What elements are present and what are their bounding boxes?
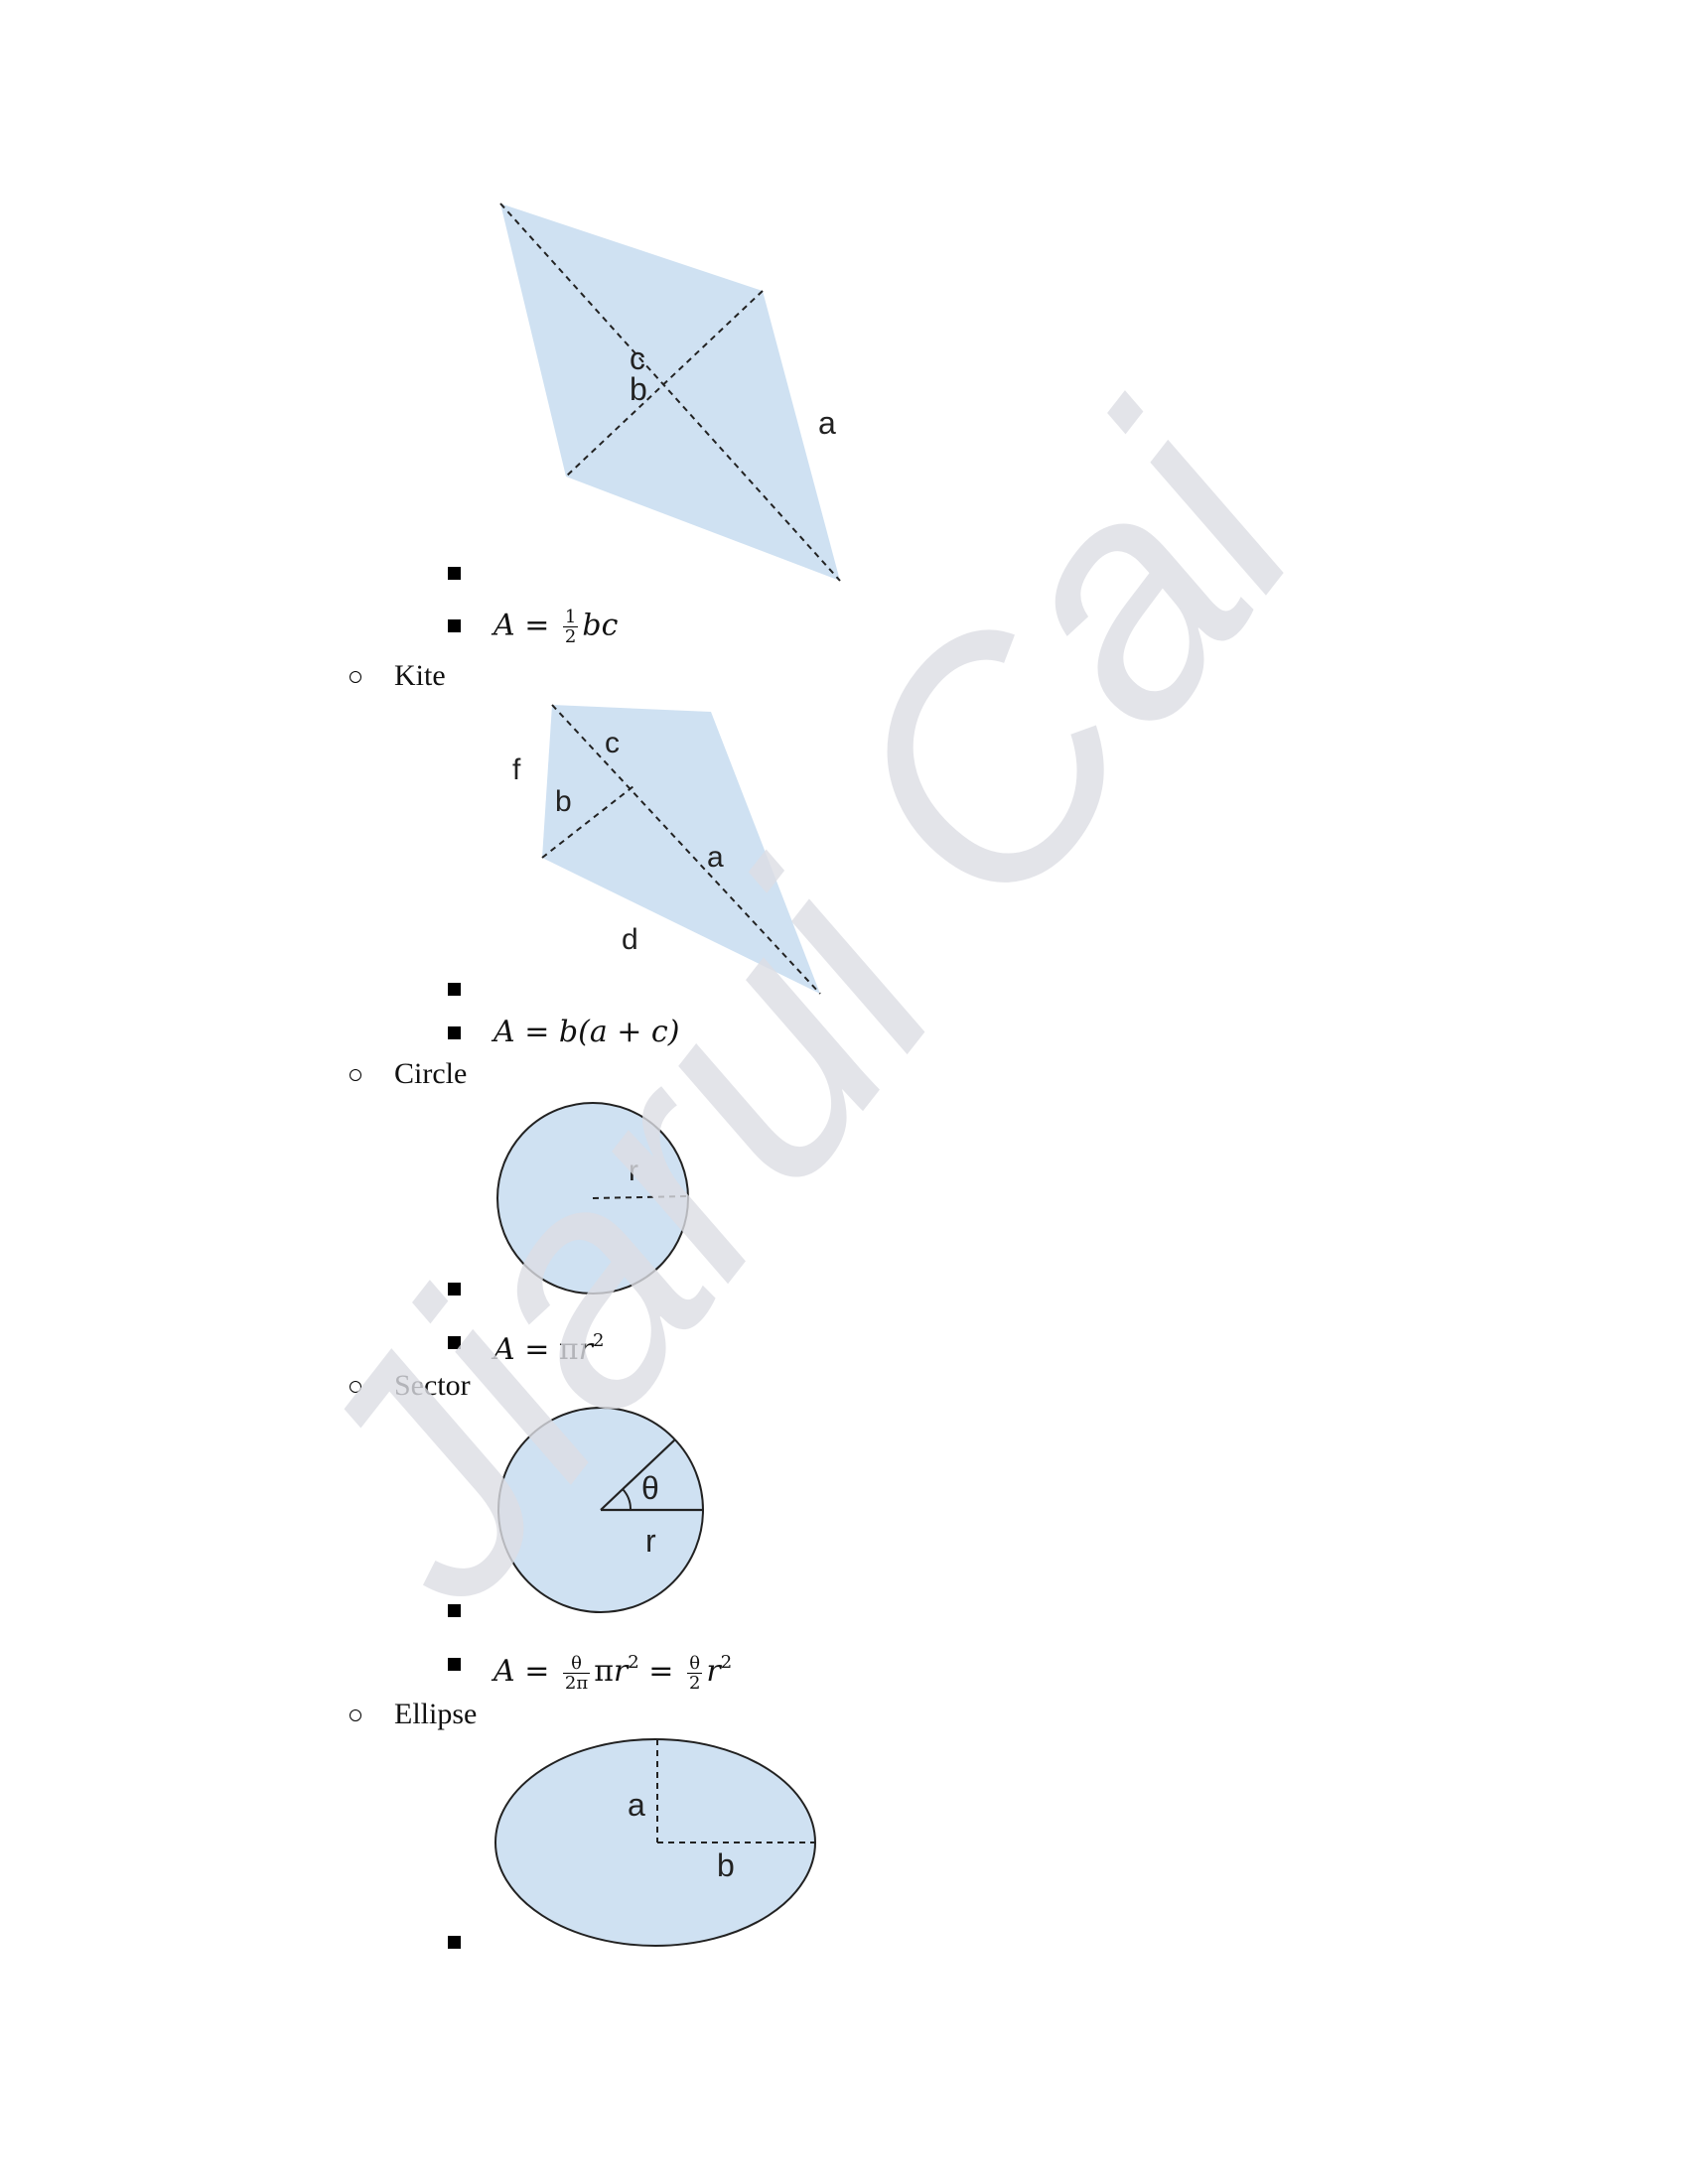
kite-area-formula: A = b(a + c) [493, 1015, 680, 1049]
rhombus-label-b: b [630, 371, 647, 407]
bullet-square [448, 1283, 461, 1296]
ellipse-heading: Ellipse [394, 1698, 478, 1730]
bullet-circle [350, 1709, 361, 1721]
sector-label-r: r [645, 1523, 656, 1559]
ellipse-label-a: a [628, 1787, 645, 1823]
ellipse-label-b: b [717, 1847, 735, 1883]
rhombus-diagonal-long [499, 203, 841, 582]
sector-figure: θ r [497, 1407, 704, 1613]
sector-label-theta: θ [641, 1470, 659, 1506]
sector-radius-angled [600, 1438, 676, 1511]
bullet-square [448, 1026, 461, 1039]
circle-area-formula: A = πr2 [493, 1330, 605, 1367]
rhombus-diagonal-short [565, 290, 764, 478]
bullet-square [448, 1936, 461, 1949]
bullet-circle [350, 671, 361, 683]
kite-diagonal-long [551, 704, 821, 995]
kite-label-f: f [512, 753, 521, 786]
kite-label-d: d [622, 923, 638, 956]
bullet-square [448, 1604, 461, 1617]
kite-shape [542, 705, 820, 994]
kite-label-a: a [707, 841, 724, 874]
bullet-circle [350, 1069, 361, 1081]
rhombus-label-c: c [630, 341, 645, 376]
kite-diagonal-short [541, 785, 634, 859]
sector-heading: Sector [394, 1369, 471, 1402]
bullet-square [448, 1336, 461, 1349]
circle-figure: r [496, 1102, 689, 1295]
kite-label-c: c [605, 727, 620, 759]
kite-heading: Kite [394, 659, 446, 692]
circle-label-r: r [629, 1155, 638, 1187]
bullet-circle [350, 1381, 361, 1393]
bullet-square [448, 619, 461, 632]
bullet-square [448, 983, 461, 996]
rhombus-figure: c b a [499, 203, 841, 582]
circle-heading: Circle [394, 1057, 468, 1090]
circle-radius-line [592, 1195, 689, 1199]
ellipse-figure: a b [494, 1738, 816, 1947]
kite-figure: c f b a d [512, 704, 821, 995]
sector-angle-arc [622, 1488, 633, 1511]
kite-label-b: b [555, 785, 572, 818]
bullet-square [448, 1658, 461, 1671]
bullet-square [448, 567, 461, 580]
rhombus-label-a: a [818, 405, 836, 441]
